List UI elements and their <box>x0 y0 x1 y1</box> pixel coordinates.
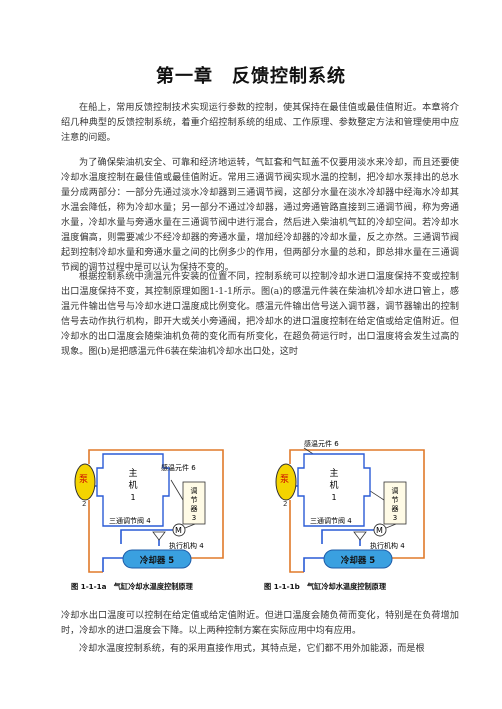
intro-paragraph: 在船上，常用反馈控制技术实现运行参数的控制，使其保持在最佳值或最佳值附近。本章将… <box>61 103 459 143</box>
controller-b <box>383 481 407 525</box>
cooler-b <box>323 549 393 569</box>
pump-a <box>74 463 96 501</box>
body-paragraph-continued: 冷却水出口温度可以控制在给定值或给定值附近。但进口温度会随负荷而变化，特别是在负… <box>61 611 459 636</box>
body-paragraph-sensor: 根据控制系统中测温元件安装的位置不同，控制系统可以控制冷却水进口温度保持不变或控… <box>61 272 459 357</box>
engine-char-2-b: 机 <box>329 479 338 491</box>
figure-a-caption: 图 1-1-1a 气缸冷却水温度控制原理 <box>71 582 193 591</box>
motor-label-a: M <box>175 526 182 535</box>
controller-char-4-b: 3 <box>393 514 397 522</box>
three-way-valve-b <box>353 531 367 541</box>
hot-pipes-b <box>289 449 425 573</box>
hot-pipes-a <box>88 449 224 573</box>
cooler-label-b: 冷却器 5 <box>341 555 375 566</box>
cooler-label-a: 冷却器 5 <box>140 555 174 566</box>
controller-char-4-a: 3 <box>192 514 196 522</box>
engine-char-1-a: 主 <box>128 467 137 479</box>
controller-char-2-a: 节 <box>191 496 198 504</box>
valve-label-b: 三通调节阀 4 <box>310 516 352 525</box>
figure-a-diagram: 泵 2 主 机 1 感温元件 6 调 节 器 3 三通调节阀 4 M 执行机构 … <box>74 449 224 573</box>
valve-label-a: 三通调节阀 4 <box>109 516 151 525</box>
three-way-valve-a <box>152 531 166 541</box>
controller-char-2-b: 节 <box>392 496 399 504</box>
body-paragraph-cooling: 为了确保柴油机安全、可靠和经济地运转，气缸套和气缸盖不仅要用淡水来冷却，而且还要… <box>61 158 459 273</box>
motor-b <box>373 523 387 537</box>
engine-a <box>96 453 170 527</box>
pump-number-a: 2 <box>82 500 86 508</box>
pump-number-b: 2 <box>283 500 287 508</box>
engine-char-1-b: 主 <box>329 467 338 479</box>
engine-b <box>297 453 371 527</box>
actuator-label-b: 执行机构 4 <box>370 541 405 550</box>
engine-char-3-b: 1 <box>331 493 336 502</box>
body-paragraph-direct: 冷却水温度控制系统，有的采用直接作用式，其特点是，它们都不用外加能源，而是根 <box>79 644 425 654</box>
controller-char-3-a: 器 <box>191 505 198 513</box>
chapter-title: 第一章 反馈控制系统 <box>156 66 346 87</box>
controller-a <box>182 481 206 525</box>
motor-a <box>172 523 186 537</box>
controller-char-1-a: 调 <box>191 486 198 495</box>
engine-char-3-a: 1 <box>130 493 135 502</box>
figure-b-caption: 图 1-1-1b 气缸冷却水温度控制原理 <box>264 582 387 591</box>
engine-char-2-a: 机 <box>128 479 137 491</box>
cooler-a <box>122 549 192 569</box>
sensor-label-b: 感温元件 6 <box>304 440 339 448</box>
controller-char-1-b: 调 <box>392 486 399 495</box>
pump-b <box>275 463 297 501</box>
pump-label-b: 泵 <box>280 474 289 485</box>
motor-label-b: M <box>376 526 383 535</box>
sensor-label-a: 感温元件 6 <box>161 463 196 472</box>
figure-b-diagram: 泵 2 主 机 1 感温元件 6 调 节 器 3 三通调节阀 4 M 执行机构 … <box>275 440 425 573</box>
actuator-label-a: 执行机构 4 <box>169 541 204 550</box>
pump-label-a: 泵 <box>79 474 88 485</box>
controller-char-3-b: 器 <box>392 505 399 513</box>
